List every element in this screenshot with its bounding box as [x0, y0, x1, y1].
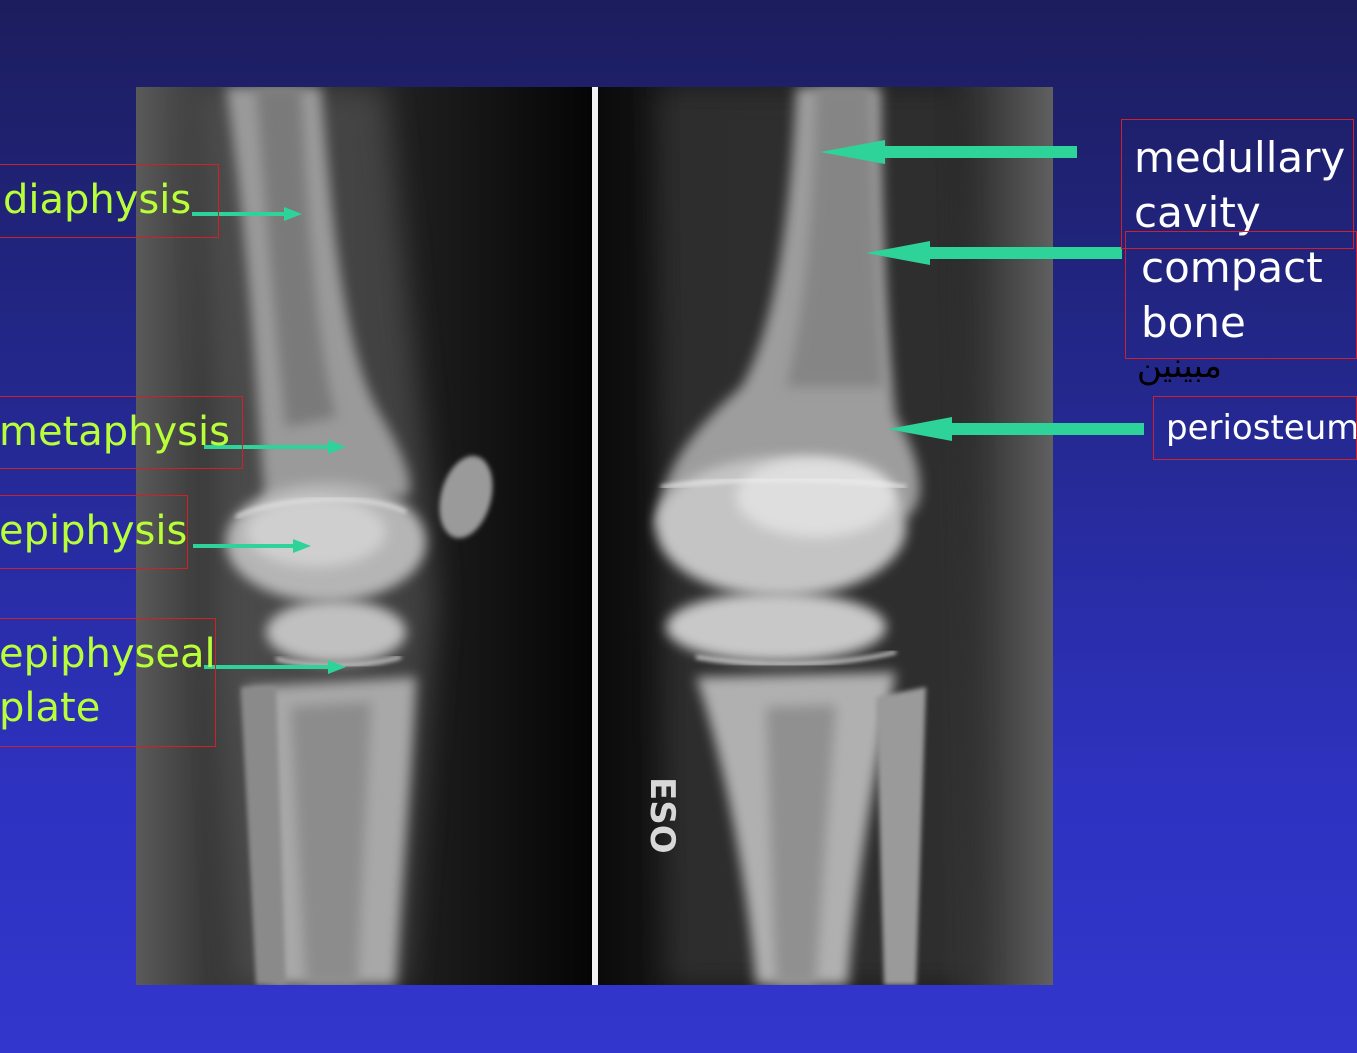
compact-bone-line2: bone [1141, 295, 1356, 350]
diaphysis-label: diaphysis [0, 164, 219, 238]
medullary-cavity-label: medullary cavity [1121, 119, 1354, 249]
epiphyseal-plate-label: epiphyseal plate [0, 618, 216, 747]
medullary-cavity-line1: medullary [1134, 130, 1353, 185]
compact-bone-line1: compact [1141, 240, 1356, 295]
epiphyseal-plate-line1: epiphyseal [0, 627, 185, 681]
compact-bone-arabic-text: مبينين [1118, 344, 1222, 388]
metaphysis-text: metaphysis [0, 409, 230, 455]
epiphysis-text: epiphysis [0, 508, 187, 554]
film-marker-text: ESO [642, 777, 682, 854]
ap-view-panel: ESO [598, 87, 1053, 985]
epiphyseal-plate-line2: plate [0, 681, 75, 735]
metaphysis-label: metaphysis [0, 396, 243, 469]
diaphysis-text: diaphysis [3, 177, 191, 223]
compact-bone-label: compact bone [1125, 231, 1357, 359]
knee-xray-image: ESO [136, 87, 1053, 985]
periosteum-label: periosteum [1153, 396, 1357, 460]
epiphysis-label: epiphysis [0, 495, 188, 569]
periosteum-text: periosteum [1166, 408, 1357, 448]
divider-line [592, 87, 598, 985]
